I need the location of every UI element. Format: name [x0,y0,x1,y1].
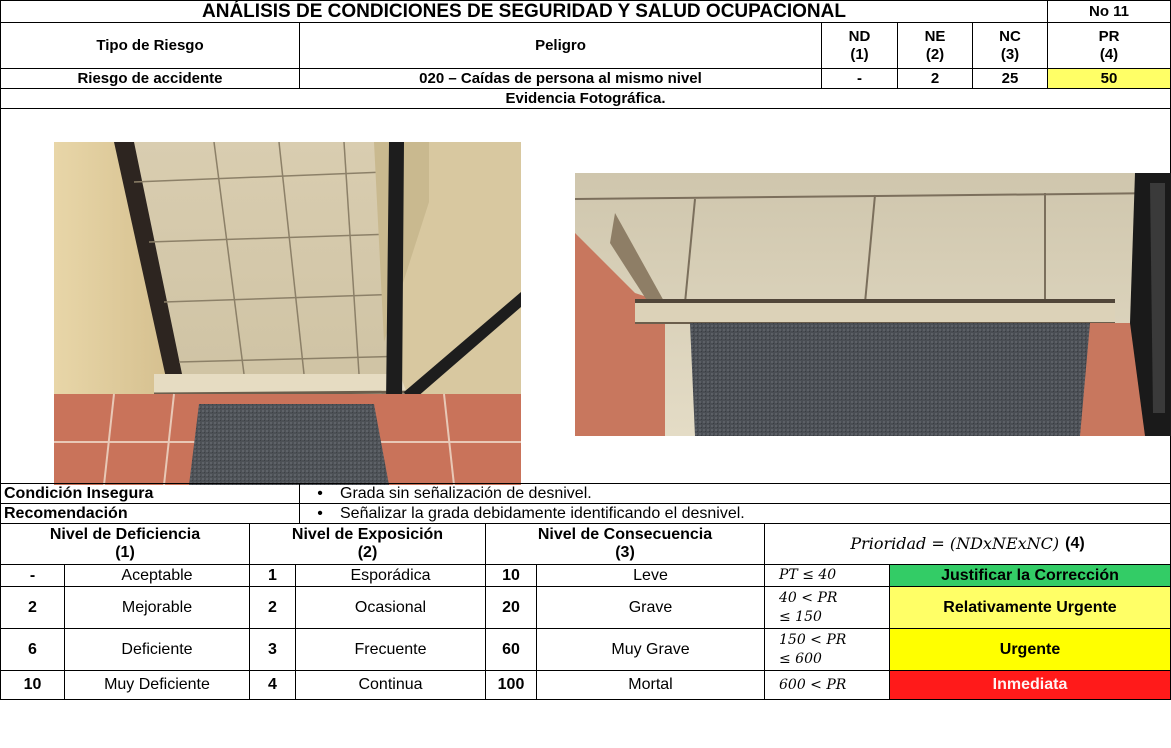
recommendation-text: Señalizar la grada debidamente identific… [340,504,745,522]
risk-ne-value: 2 [897,68,973,89]
scale-action: Urgente [889,628,1171,671]
prioridad-formula: Prioridad = (NDxNExNC) [850,534,1060,553]
scale-action: Inmediata [889,670,1171,700]
prioridad-num: (4) [1065,535,1085,552]
condition-text: Grada sin señalización de desnivel. [340,484,592,502]
header-nd-label: ND [848,27,871,45]
risk-pr-value: 50 [1047,68,1171,89]
evidence-title: Evidencia Fotográfica. [0,88,1171,109]
scale-action: Justificar la Corrección [889,564,1171,587]
scale-header-deficiencia-label: Nivel de Deficiencia [49,526,201,543]
risk-type: Riesgo de accidente [0,68,300,89]
scale-nd-value: 6 [0,628,65,671]
scale-nd-value: 10 [0,670,65,700]
scale-nc-value: 20 [485,586,537,629]
scale-pr-range: 600 < PR [764,670,890,700]
scale-pr-range-line1: 600 < PR [779,676,847,693]
header-nc-label: NC [999,27,1021,45]
scale-header-prioridad: Prioridad = (NDxNExNC) (4) [764,523,1171,565]
scale-header-consecuencia: Nivel de Consecuencia (3) [485,523,765,565]
scale-ne-label: Frecuente [295,628,486,671]
recommendation-label: Recomendación [0,503,300,524]
condition-label: Condición Insegura [0,483,300,504]
bullet-icon: • [317,504,323,522]
scale-pr-range: 40 < PR ≤ 150 [764,586,890,629]
scale-nd-label: Muy Deficiente [64,670,250,700]
header-ne: NE (2) [897,22,973,69]
scale-nd-value: - [0,564,65,587]
scale-pr-range-line1: 150 < PR [779,631,847,648]
scale-pr-range-line2: ≤ 600 [779,650,822,667]
scale-pr-range-line2: ≤ 150 [779,608,822,625]
header-pr-num: (4) [1099,45,1119,63]
scale-header-exposicion: Nivel de Exposición (2) [249,523,486,565]
evidence-photo-1 [54,142,521,485]
header-pr-label: PR [1098,27,1120,45]
scale-header-exposicion-num: (2) [357,544,378,561]
header-nd: ND (1) [821,22,898,69]
scale-nc-value: 10 [485,564,537,587]
header-tipo-riesgo: Tipo de Riesgo [0,22,300,69]
risk-hazard: 020 – Caídas de persona al mismo nivel [299,68,822,89]
scale-nc-label: Leve [536,564,765,587]
header-nc-num: (3) [1000,45,1020,63]
recommendation-text-cell: • Señalizar la grada debidamente identif… [299,503,1171,524]
scale-ne-value: 4 [249,670,296,700]
scale-nc-label: Grave [536,586,765,629]
header-nc: NC (3) [972,22,1048,69]
header-ne-label: NE [924,27,946,45]
scale-pr-range-line1: PT ≤ 40 [779,567,837,583]
header-peligro: Peligro [299,22,822,69]
scale-action: Relativamente Urgente [889,586,1171,629]
scale-nd-value: 2 [0,586,65,629]
bullet-icon: • [317,484,323,502]
scale-ne-label: Ocasional [295,586,486,629]
scale-header-deficiencia-num: (1) [115,544,135,561]
scale-nc-label: Mortal [536,670,765,700]
scale-ne-value: 3 [249,628,296,671]
photo-area [0,108,1171,485]
evidence-photo-2 [575,173,1171,436]
doorway-floor-photo [54,142,521,485]
scale-nd-label: Aceptable [64,564,250,587]
scale-nc-label: Muy Grave [536,628,765,671]
scale-ne-value: 1 [249,564,296,587]
scale-nd-label: Deficiente [64,628,250,671]
scale-header-consecuencia-num: (3) [615,544,635,561]
header-ne-num: (2) [925,45,945,63]
scale-nc-value: 60 [485,628,537,671]
scale-pr-range: PT ≤ 40 [764,564,890,587]
scale-ne-label: Continua [295,670,486,700]
risk-nd-value: - [821,68,898,89]
scale-header-exposicion-label: Nivel de Exposición [291,526,444,543]
scale-header-consecuencia-label: Nivel de Consecuencia [537,526,713,543]
scale-pr-range: 150 < PR ≤ 600 [764,628,890,671]
step-closeup-photo [575,173,1171,436]
risk-nc-value: 25 [972,68,1048,89]
header-pr: PR (4) [1047,22,1171,69]
header-nd-num: (1) [850,45,869,63]
scale-ne-value: 2 [249,586,296,629]
scale-pr-range-line1: 40 < PR [779,589,838,606]
scale-nd-label: Mejorable [64,586,250,629]
scale-nc-value: 100 [485,670,537,700]
scale-header-deficiencia: Nivel de Deficiencia (1) [0,523,250,565]
form-title: ANÁLISIS DE CONDICIONES DE SEGURIDAD Y S… [0,0,1048,23]
form-number: No 11 [1047,0,1171,23]
condition-text-cell: • Grada sin señalización de desnivel. [299,483,1171,504]
scale-ne-label: Esporádica [295,564,486,587]
